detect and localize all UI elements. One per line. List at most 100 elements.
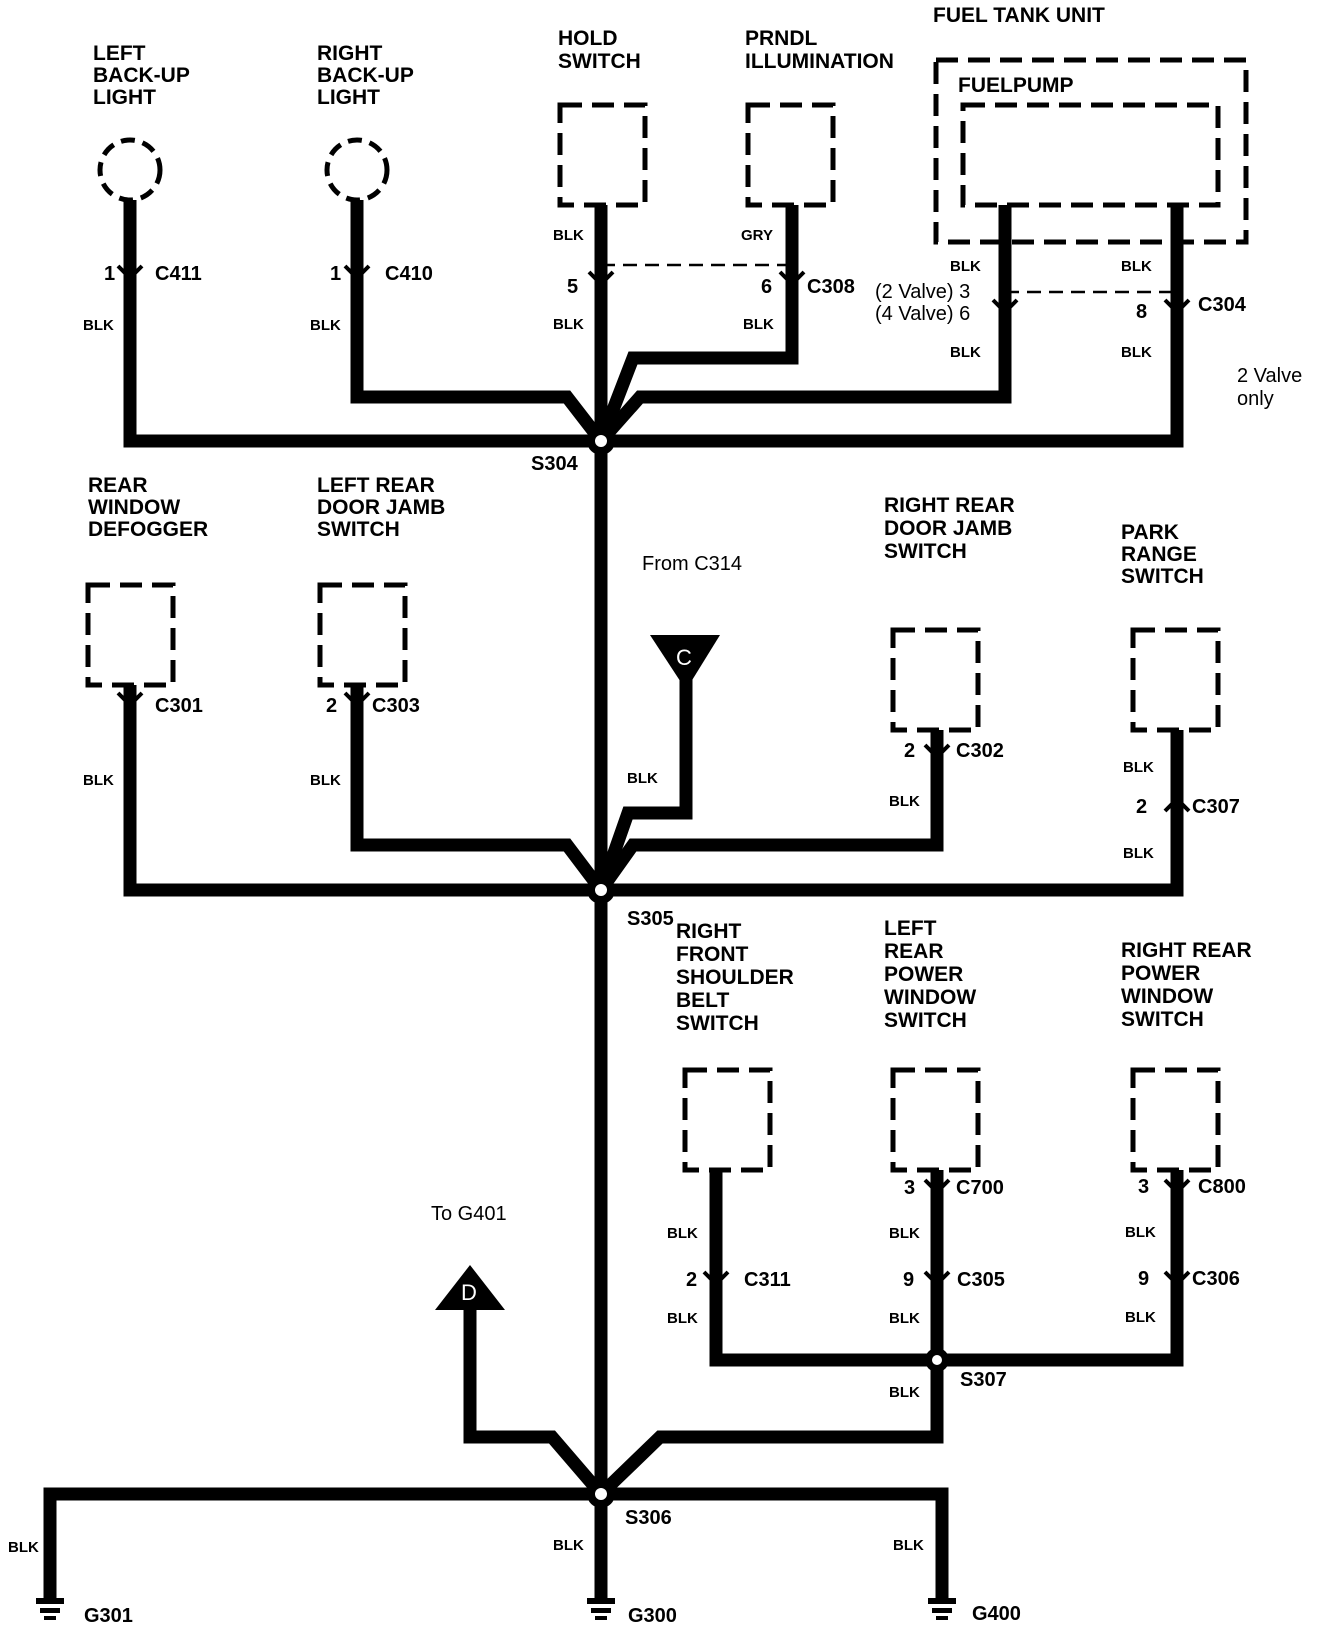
wire-color-label: BLK bbox=[83, 317, 114, 334]
c302-pin: 2 bbox=[904, 740, 915, 762]
wire-color-label: BLK bbox=[667, 1225, 698, 1242]
ground-g301-label: G301 bbox=[84, 1605, 133, 1627]
ground-g300-label: G300 bbox=[628, 1605, 677, 1627]
left-rear-door-jamb-switch-title: LEFT REAR DOOR JAMB SWITCH bbox=[317, 474, 451, 541]
ground-g300-icon bbox=[587, 1598, 615, 1620]
wire-g301 bbox=[43, 1487, 601, 1600]
rear-window-defogger-box bbox=[85, 582, 176, 688]
connector-labels: 1 C411 1 C410 5 6 C308 (2 Valve) 3 (4 Va… bbox=[104, 263, 1247, 1291]
splice-s304-label: S304 bbox=[531, 453, 579, 475]
splice-ground-labels: S304 S305 S306 S307 G301 G300 G400 bbox=[84, 453, 1021, 1627]
wires bbox=[43, 200, 1184, 1600]
splice-points bbox=[587, 427, 949, 1508]
from-c314-note: From C314 bbox=[642, 553, 742, 575]
c311-pin: 2 bbox=[686, 1269, 697, 1291]
c304-label: C304 bbox=[1198, 294, 1247, 316]
wire-right-rear-power-window bbox=[937, 1170, 1184, 1367]
splice-s305-center bbox=[595, 884, 607, 896]
wire-color-label: BLK bbox=[553, 227, 584, 244]
flag-c-triangle-icon bbox=[650, 635, 720, 690]
flag-d: D bbox=[435, 1265, 505, 1310]
wire-shoulder-belt bbox=[709, 1170, 937, 1367]
c308-label: C308 bbox=[807, 276, 855, 298]
c800-label: C800 bbox=[1198, 1176, 1246, 1198]
flag-d-triangle-icon bbox=[435, 1265, 505, 1310]
prndl-illumination-title: PRNDL ILLUMINATION bbox=[745, 27, 894, 73]
wire-fuel-pump-b bbox=[601, 205, 1184, 448]
wire-color-label: BLK bbox=[950, 344, 981, 361]
wire-from-c314 bbox=[594, 660, 693, 893]
wire-color-labels: BLK BLK BLK BLK GRY BLK BLK BLK BLK BLK … bbox=[8, 227, 1156, 1556]
to-g401-note: To G401 bbox=[431, 1203, 507, 1225]
wire-color-label: BLK bbox=[1123, 759, 1154, 776]
c411-pin: 1 bbox=[104, 263, 115, 285]
wire-color-label: BLK bbox=[889, 1310, 920, 1327]
connector-c800-icon bbox=[1163, 1178, 1191, 1195]
connector-c301-icon bbox=[116, 691, 144, 708]
fuel-tank-unit-title: FUEL TANK UNIT bbox=[933, 4, 1105, 27]
right-front-shoulder-belt-switch-box bbox=[682, 1067, 773, 1173]
c410-label: C410 bbox=[385, 263, 433, 285]
wire-color-label: BLK bbox=[1125, 1224, 1156, 1241]
wire-right-rear-door-jamb bbox=[595, 730, 944, 894]
c305-label: C305 bbox=[957, 1269, 1005, 1291]
wire-fuel-pump-a bbox=[596, 205, 1012, 446]
right-rear-power-window-switch-box bbox=[1130, 1067, 1221, 1173]
connector-c411-icon bbox=[116, 264, 144, 281]
wire-color-label: BLK bbox=[1123, 845, 1154, 862]
c304-pin-4valve: (4 Valve) 6 bbox=[875, 303, 970, 325]
wire-color-label: BLK bbox=[8, 1539, 39, 1556]
splice-s305-label: S305 bbox=[627, 908, 674, 930]
connector-c304-pin3-icon bbox=[991, 298, 1019, 315]
prndl-illumination-box bbox=[745, 102, 836, 208]
wire-color-label: BLK bbox=[83, 772, 114, 789]
connector-group-links bbox=[601, 263, 1177, 294]
left-rear-power-window-switch-title: LEFT REAR POWER WINDOW SWITCH bbox=[884, 917, 982, 1032]
wire-color-label: BLK bbox=[743, 316, 774, 333]
wire-color-label: BLK bbox=[889, 793, 920, 810]
c307-pin: 2 bbox=[1136, 796, 1147, 818]
wire-s307-to-s306 bbox=[596, 1360, 944, 1499]
fuel-pump-box bbox=[960, 102, 1221, 208]
wire-color-label: BLK bbox=[950, 258, 981, 275]
connector-symbols bbox=[116, 264, 1191, 1287]
wire-left-rear-door-jamb bbox=[350, 685, 607, 894]
c411-label: C411 bbox=[155, 263, 202, 285]
two-valve-only-note: 2 Valve only bbox=[1237, 365, 1308, 410]
right-backup-light-title: RIGHT BACK-UP LIGHT bbox=[317, 42, 419, 109]
wire-right-backup-light bbox=[350, 200, 607, 445]
c308-pin-b: 6 bbox=[761, 276, 772, 298]
wire-color-label: BLK bbox=[889, 1225, 920, 1242]
right-rear-power-window-switch-title: RIGHT REAR POWER WINDOW SWITCH bbox=[1121, 939, 1258, 1031]
ground-g400-icon bbox=[928, 1598, 956, 1620]
splice-s306-center bbox=[595, 1488, 607, 1500]
c303-label: C303 bbox=[372, 695, 420, 717]
c304-pin-b: 8 bbox=[1136, 301, 1147, 323]
notes: 2 Valve only From C314 To G401 bbox=[431, 365, 1308, 1225]
c700-pin: 3 bbox=[904, 1177, 915, 1199]
connector-c311-icon bbox=[702, 1270, 730, 1287]
wire-g400 bbox=[601, 1487, 949, 1600]
park-range-switch-title: PARK RANGE SWITCH bbox=[1121, 521, 1204, 588]
connector-c700-icon bbox=[923, 1178, 951, 1195]
wire-color-label: BLK bbox=[553, 316, 584, 333]
flag-c: C bbox=[650, 635, 720, 690]
connector-c302-icon bbox=[923, 743, 951, 760]
wire-rear-window-defogger bbox=[123, 685, 601, 897]
hold-switch-box bbox=[557, 102, 648, 208]
c410-pin: 1 bbox=[330, 263, 341, 285]
connector-c308-pin6-icon bbox=[778, 270, 806, 287]
wire-left-backup-light bbox=[123, 200, 601, 448]
flag-d-letter: D bbox=[461, 1280, 477, 1305]
wire-color-label: BLK bbox=[667, 1310, 698, 1327]
c305-pin: 9 bbox=[903, 1269, 914, 1291]
c700-label: C700 bbox=[956, 1177, 1004, 1199]
c306-label: C306 bbox=[1192, 1268, 1240, 1290]
right-rear-door-jamb-switch-title: RIGHT REAR DOOR JAMB SWITCH bbox=[884, 494, 1021, 563]
c303-pin: 2 bbox=[326, 695, 337, 717]
connector-c410-icon bbox=[343, 264, 371, 281]
wire-park-range bbox=[601, 730, 1184, 897]
right-rear-door-jamb-switch-box bbox=[890, 627, 981, 733]
splice-s307-center bbox=[932, 1355, 942, 1365]
